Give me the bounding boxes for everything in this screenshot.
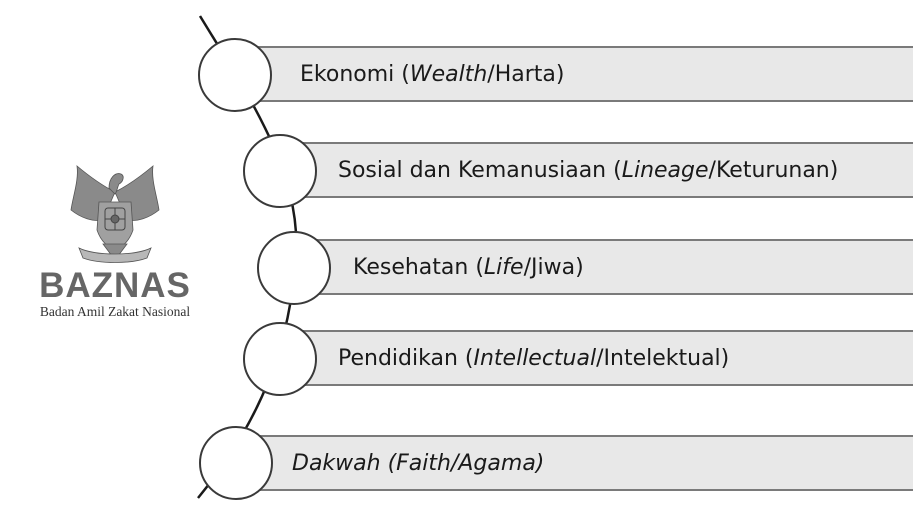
category-bar-2: Sosial dan Kemanusiaan (Lineage/Keturuna…	[278, 142, 913, 198]
label-italic-segment: Lineage	[621, 157, 709, 183]
category-bar-1: Ekonomi (Wealth/Harta)	[234, 46, 913, 102]
label-segment: /Intelektual)	[596, 345, 730, 371]
category-label: Pendidikan (Intellectual/Intelektual)	[338, 346, 729, 371]
category-circle-1	[198, 38, 272, 112]
label-segment: /Harta)	[487, 61, 565, 87]
category-circle-2	[243, 134, 317, 208]
org-name: BAZNAS	[39, 266, 191, 305]
label-italic-segment: Dakwah (Faith/Agama)	[292, 450, 545, 476]
label-segment: Ekonomi (	[300, 61, 410, 87]
label-segment: Pendidikan (	[338, 345, 474, 371]
category-bar-5: Dakwah (Faith/Agama)	[234, 435, 913, 491]
org-full-name: Badan Amil Zakat Nasional	[39, 304, 191, 319]
category-bar-4: Pendidikan (Intellectual/Intelektual)	[278, 330, 913, 386]
category-circle-4	[243, 322, 317, 396]
category-label: Ekonomi (Wealth/Harta)	[300, 62, 564, 87]
garuda-emblem-icon	[70, 165, 160, 263]
label-segment: Sosial dan Kemanusiaan (	[338, 157, 622, 183]
label-segment: Kesehatan (	[353, 254, 484, 280]
category-label: Sosial dan Kemanusiaan (Lineage/Keturuna…	[338, 158, 838, 183]
category-circle-3	[257, 231, 331, 305]
label-segment: /Jiwa)	[523, 254, 584, 280]
category-label: Dakwah (Faith/Agama)	[292, 451, 544, 476]
category-circle-5	[199, 426, 273, 500]
label-italic-segment: Intellectual	[473, 345, 597, 371]
category-bar-3: Kesehatan (Life/Jiwa)	[292, 239, 913, 295]
category-label: Kesehatan (Life/Jiwa)	[353, 255, 584, 280]
label-italic-segment: Life	[483, 254, 524, 280]
label-italic-segment: Wealth	[409, 61, 488, 87]
label-segment: /Keturunan)	[708, 157, 839, 183]
baznas-logo: BAZNAS Badan Amil Zakat Nasional	[2, 158, 228, 320]
